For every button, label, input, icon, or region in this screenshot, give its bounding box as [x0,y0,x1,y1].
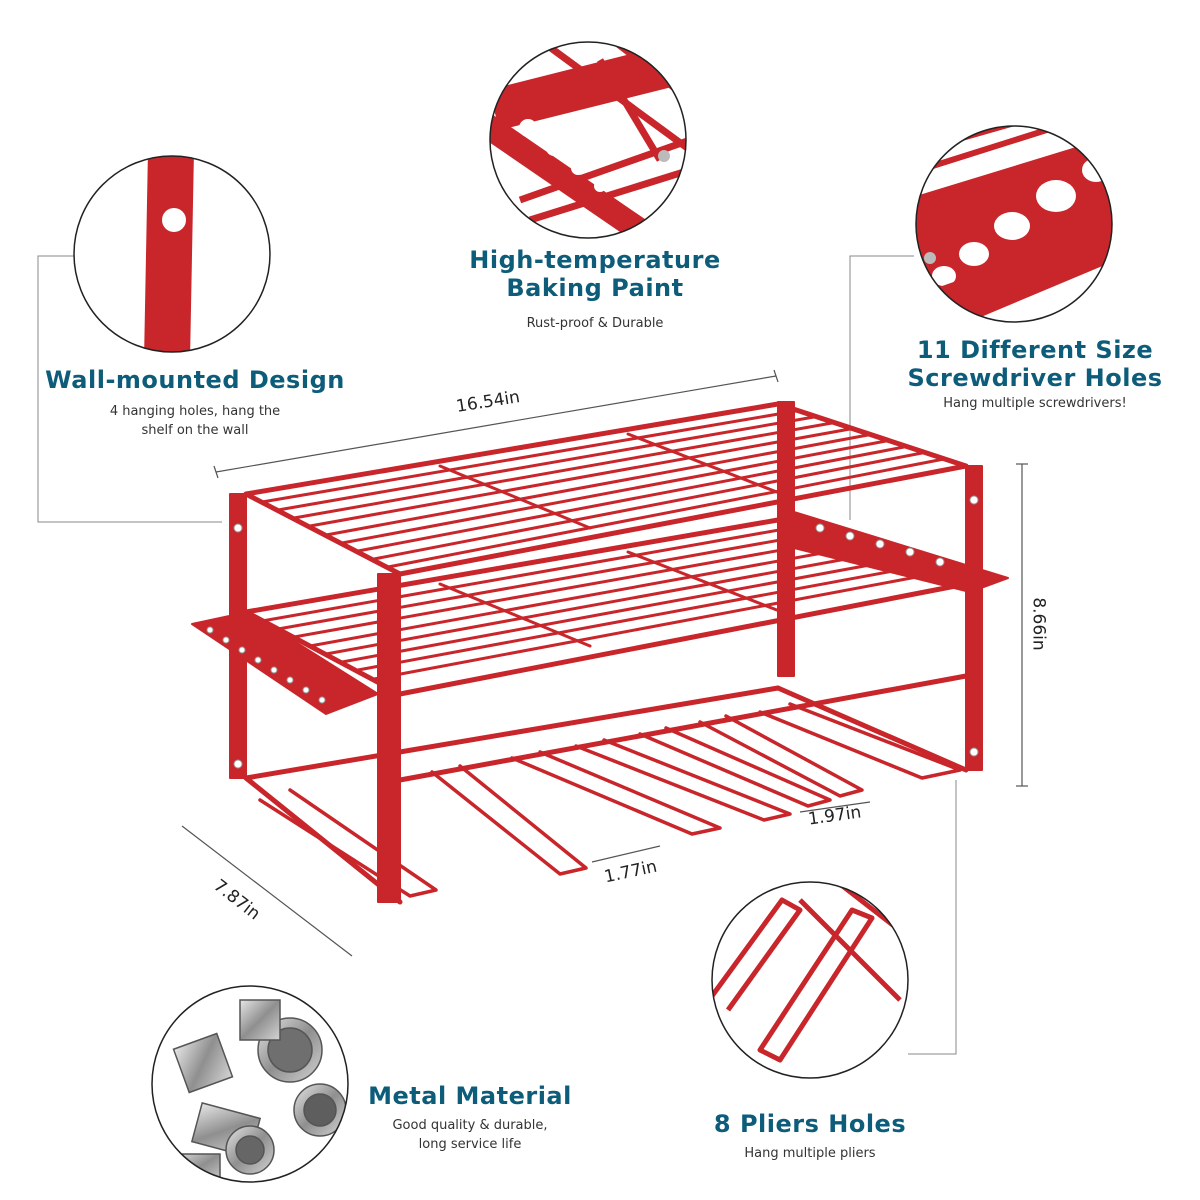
paint-title-line1: High-temperature [469,246,721,274]
detail-circle-paint [490,42,686,238]
paint-title-line2: Baking Paint [506,274,684,302]
pliers-subtitle: Hang multiple pliers [744,1146,876,1161]
wall-mount-sub-line1: 4 hanging holes, hang the [109,404,281,419]
detail-circle-metal [152,986,348,1182]
dimension-height: 8.66in [1028,597,1049,651]
rack-holes [206,495,979,769]
wall-mount-sub-line2: shelf on the wall [141,423,249,438]
metal-sub-line1: Good quality & durable, [392,1118,548,1133]
screwdriver-title: 11 Different Size Screwdriver Holes [880,336,1190,392]
detail-circle-screwdriver [916,126,1112,322]
metal-sub-line2: long service life [418,1137,522,1152]
metal-title: Metal Material [368,1082,572,1110]
wall-mount-title: Wall-mounted Design [45,366,345,394]
screwdriver-title-line1: 11 Different Size [916,336,1154,364]
screwdriver-subtitle: Hang multiple screwdrivers! [943,396,1127,411]
screwdriver-title-line2: Screwdriver Holes [907,364,1163,392]
wall-rack [191,401,1009,905]
metal-subtitle: Good quality & durable, long service lif… [350,1116,590,1154]
paint-title: High-temperature Baking Paint [440,246,750,302]
wall-mount-subtitle: 4 hanging holes, hang the shelf on the w… [60,402,330,440]
dimension-lines [181,369,1028,957]
pliers-title: 8 Pliers Holes [713,1110,907,1138]
leader-lines [37,255,957,1055]
detail-circle-wall-mount [74,156,270,352]
detail-circle-pliers [712,882,908,1078]
paint-subtitle: Rust-proof & Durable [526,316,664,331]
